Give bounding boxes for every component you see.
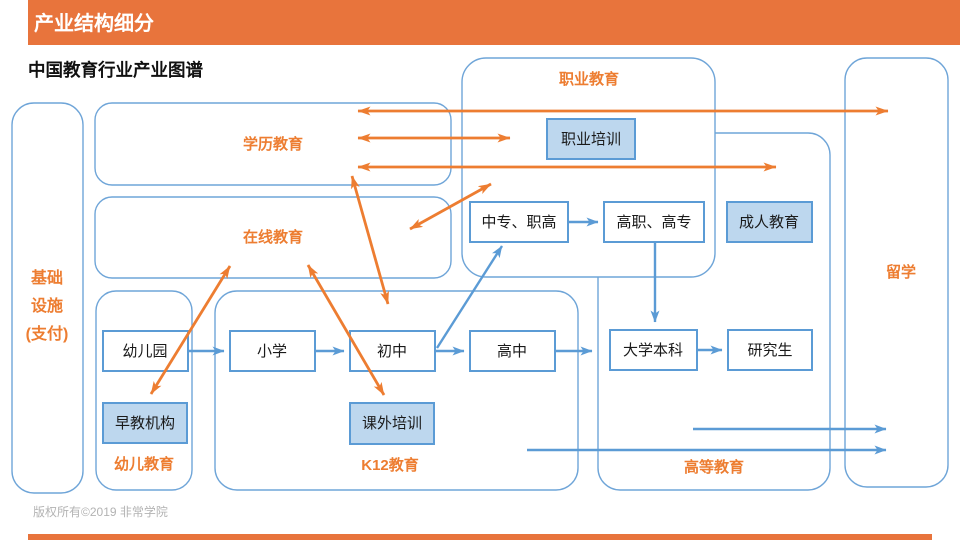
node-label-higher-vocational: 高职、高专 [616,214,691,231]
node-label-undergraduate: 大学本科 [623,342,683,359]
node-label-kindergarten: 幼儿园 [122,343,167,360]
arrow-online-early-edu-org [149,265,232,395]
node-undergraduate [609,329,698,371]
group-label-academic: 学历教育 [243,135,303,153]
group-infrastructure [11,102,84,494]
group-study-abroad [844,57,949,488]
group-label-infrastructure-1: 基础 [30,268,63,287]
group-online-education [94,196,452,279]
arrow-online-after-school [306,264,386,396]
node-label-senior-high: 高中 [497,343,527,360]
header-bar [28,0,960,45]
node-adult-education [726,201,813,243]
node-label-vocational-training: 职业培训 [561,131,621,148]
node-label-early-edu-org: 早教机构 [115,415,175,432]
node-label-after-school-training: 课外培训 [362,415,422,432]
copyright-text: 版权所有©2019 非常学院 [33,504,168,519]
node-label-graduate: 研究生 [747,342,792,359]
page-title: 中国教育行业产业图谱 [28,60,203,80]
node-label-primary-school: 小学 [257,343,287,360]
group-label-vocational: 职业教育 [559,70,619,88]
node-after-school-training [349,402,435,445]
header-label: 产业结构细分 [34,11,154,35]
group-label-early-childhood: 幼儿教育 [114,455,174,473]
group-label-infrastructure-2: 设施 [31,296,63,315]
group-academic-education [94,102,452,186]
group-label-study-abroad: 留学 [886,263,916,281]
node-graduate [727,329,813,371]
node-label-junior-high: 初中 [377,343,407,360]
node-label-adult-education: 成人教育 [739,214,799,231]
arrow-academic-k12 [350,175,390,305]
node-vocational-training [546,118,636,160]
group-label-infrastructure-3: (支付) [26,324,69,343]
footer-bar [28,534,932,540]
arrow-junior-to-secondary-voc [435,245,504,349]
group-label-higher: 高等教育 [684,458,744,476]
node-label-secondary-vocational: 中专、职高 [481,214,556,231]
group-label-online: 在线教育 [243,228,303,246]
node-early-edu-org [102,402,188,444]
arrow-online-vocational [409,182,492,231]
group-label-k12: K12教育 [361,456,419,474]
